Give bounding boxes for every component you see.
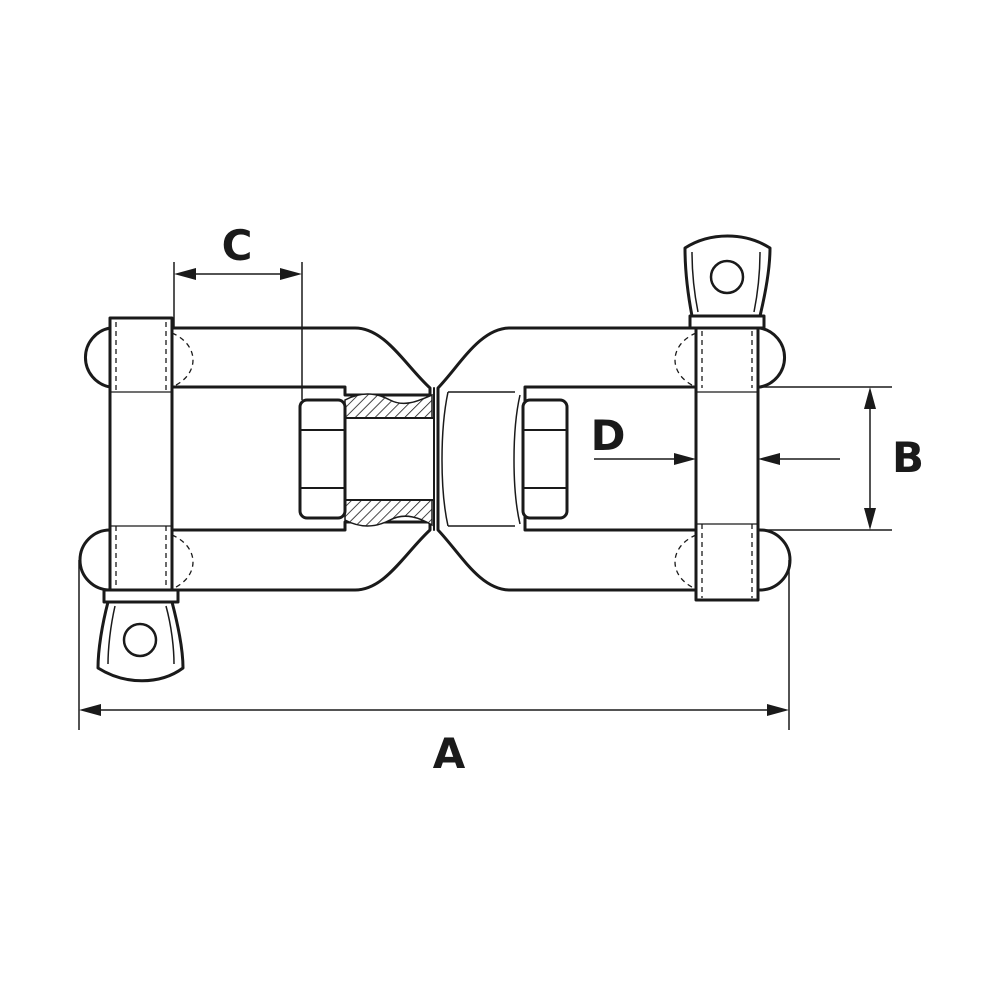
swivel-joint-section	[341, 393, 435, 527]
dimension-label-c: C	[222, 221, 253, 270]
dimension-label-b: B	[892, 433, 924, 482]
dimension-label-d: D	[591, 411, 626, 460]
dimension-a: A	[78, 560, 790, 778]
left-shackle-pin	[102, 316, 194, 604]
left-hex-nut	[298, 398, 347, 520]
dimension-label-a: A	[433, 729, 466, 778]
right-pin-eye	[683, 234, 772, 318]
dimension-b: B	[760, 386, 924, 531]
right-shackle-pin	[674, 314, 766, 602]
dimension-c: C	[173, 221, 303, 400]
left-pin-eye	[96, 600, 185, 683]
dimension-d: D	[591, 411, 840, 465]
right-hex-nut	[521, 398, 569, 520]
